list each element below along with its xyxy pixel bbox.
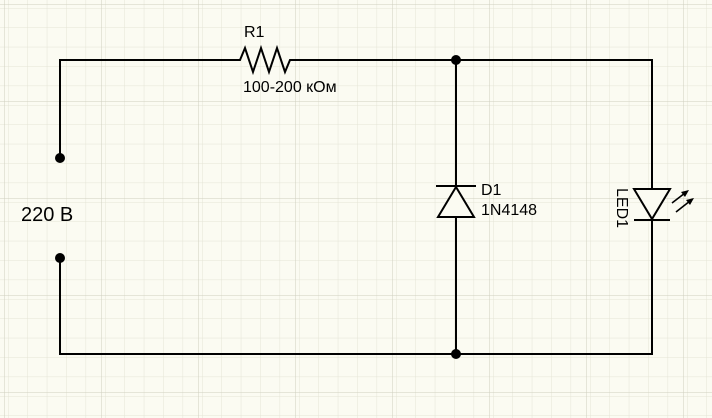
resistor-ref-label: R1 bbox=[244, 24, 265, 41]
led-ref-label: LED1 bbox=[613, 188, 630, 229]
diode-part-label: 1N4148 bbox=[481, 202, 538, 219]
diode-d1-symbol bbox=[436, 185, 476, 218]
led-emission-arrows bbox=[671, 190, 694, 213]
resistor-value-label: 100-200 кОм bbox=[243, 79, 337, 96]
source-voltage-label: 220 В bbox=[21, 204, 74, 226]
wire-top-right bbox=[295, 59, 653, 189]
led-led1-symbol bbox=[632, 188, 672, 221]
source-terminal-top bbox=[55, 153, 65, 163]
junction-top bbox=[451, 55, 461, 65]
wire-bottom bbox=[59, 219, 653, 355]
junction-bottom bbox=[451, 349, 461, 359]
diode-ref-label: D1 bbox=[481, 182, 502, 199]
source-terminal-bottom bbox=[55, 253, 65, 263]
wire-top-left bbox=[59, 59, 233, 159]
resistor-r1-symbol bbox=[231, 44, 297, 76]
